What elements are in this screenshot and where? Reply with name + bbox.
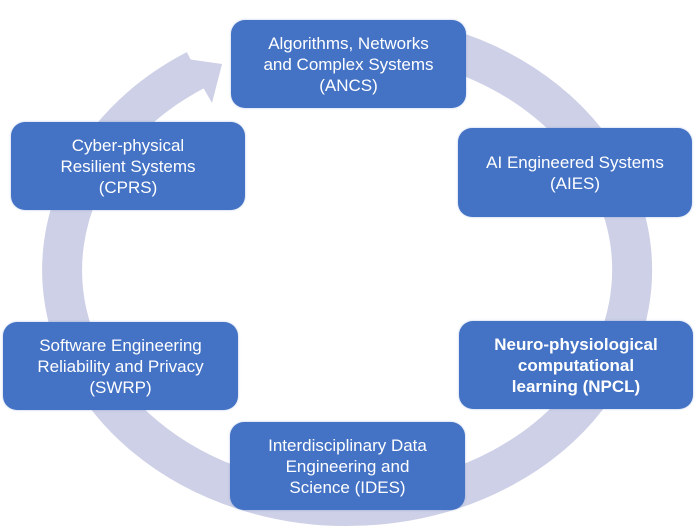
node-ides: Interdisciplinary Data Engineering and S… bbox=[230, 422, 465, 510]
node-npcl-label: Neuro-physiological computational learni… bbox=[494, 334, 658, 396]
node-swrp: Software Engineering Reliability and Pri… bbox=[3, 322, 238, 410]
node-ancs-label: Algorithms, Networks and Complex Systems… bbox=[263, 33, 434, 95]
cycle-arrowhead-icon bbox=[160, 58, 222, 103]
node-cprs: Cyber-physical Resilient Systems (CPRS) bbox=[11, 122, 245, 210]
node-cprs-label: Cyber-physical Resilient Systems (CPRS) bbox=[60, 135, 196, 197]
node-ancs: Algorithms, Networks and Complex Systems… bbox=[231, 20, 466, 108]
node-aies-label: AI Engineered Systems (AIES) bbox=[486, 152, 664, 193]
node-aies: AI Engineered Systems (AIES) bbox=[458, 128, 692, 217]
node-npcl: Neuro-physiological computational learni… bbox=[459, 321, 693, 409]
node-swrp-label: Software Engineering Reliability and Pri… bbox=[37, 335, 204, 397]
node-ides-label: Interdisciplinary Data Engineering and S… bbox=[268, 435, 427, 497]
